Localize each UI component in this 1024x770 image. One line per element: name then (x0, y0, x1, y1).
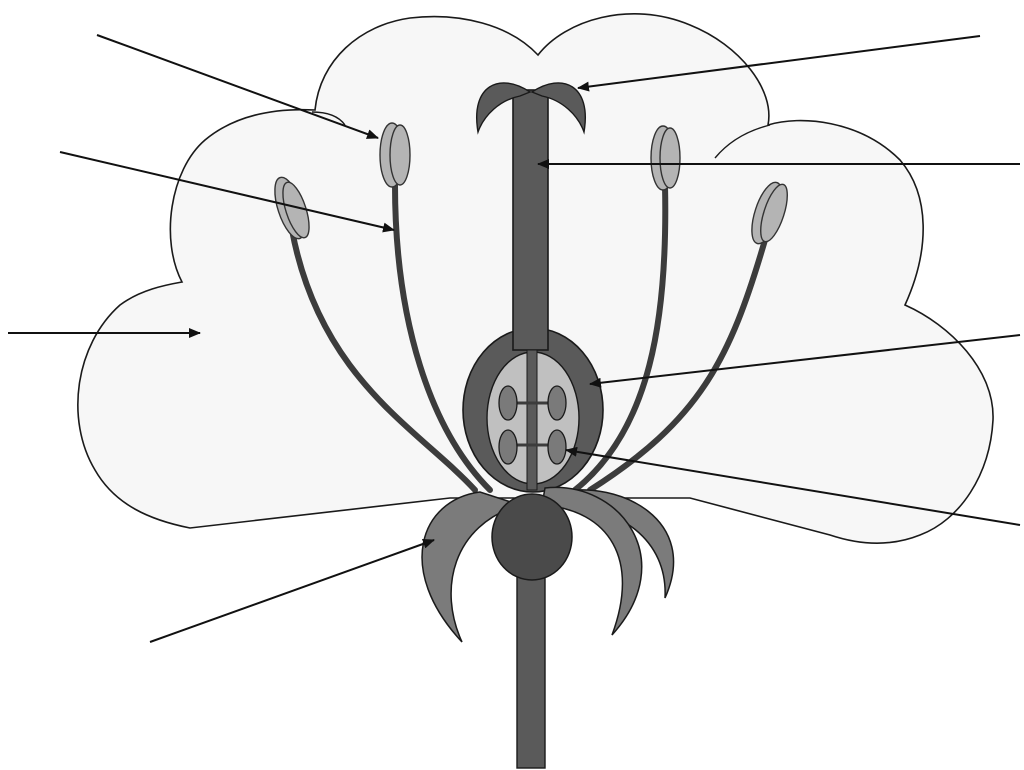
ovule (499, 386, 517, 420)
anther (380, 123, 410, 187)
style (513, 90, 548, 350)
receptacle (492, 494, 572, 580)
anther (651, 126, 680, 190)
ovule (548, 430, 566, 464)
septum (527, 350, 537, 490)
stalk (517, 560, 545, 768)
ovule (548, 386, 566, 420)
pointer-arrow-sepal (150, 540, 434, 642)
ovule (499, 430, 517, 464)
